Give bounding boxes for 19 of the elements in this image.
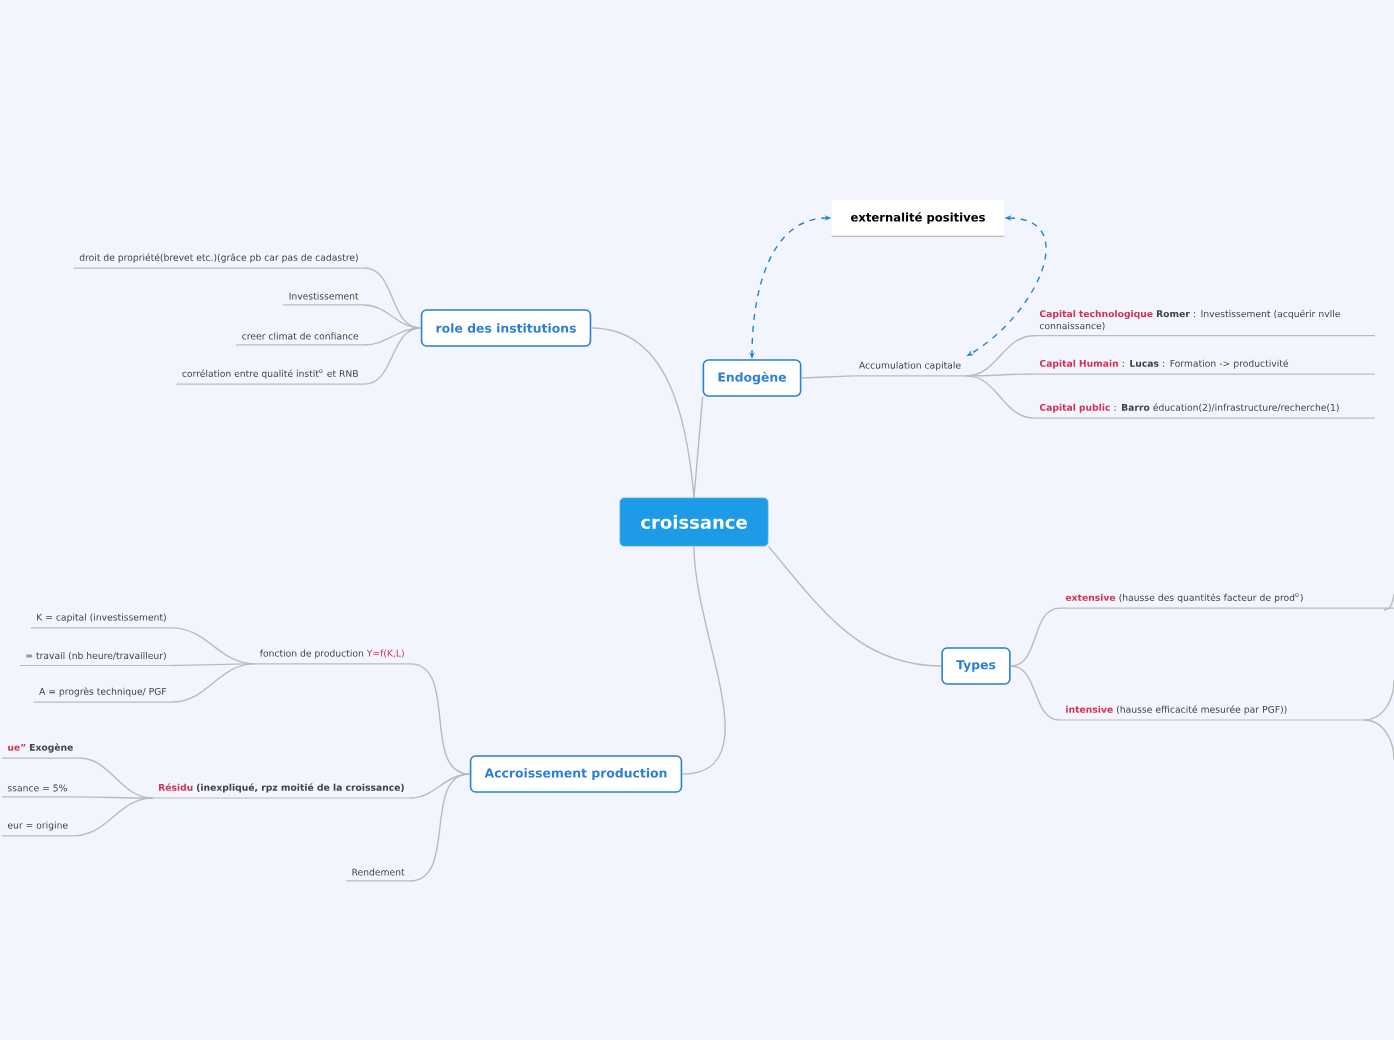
branch-line — [767, 545, 943, 667]
branch-line — [965, 373, 1035, 377]
branch-line — [409, 773, 471, 882]
branch-line — [681, 545, 726, 775]
branch-line — [72, 797, 154, 837]
branch-line — [171, 663, 256, 703]
branch-line — [965, 375, 1035, 419]
branch-line — [1009, 607, 1061, 667]
branch-line — [693, 396, 704, 499]
branch-line — [800, 375, 855, 379]
branch-line — [363, 327, 422, 385]
central-topic-box: croissance — [619, 497, 769, 547]
branch-line — [363, 327, 422, 346]
branch-line — [590, 327, 695, 499]
branch-line — [409, 773, 471, 799]
branch-line — [1009, 665, 1061, 721]
branch-line — [409, 663, 471, 775]
branch-line — [363, 304, 422, 329]
branch-line — [72, 796, 154, 799]
